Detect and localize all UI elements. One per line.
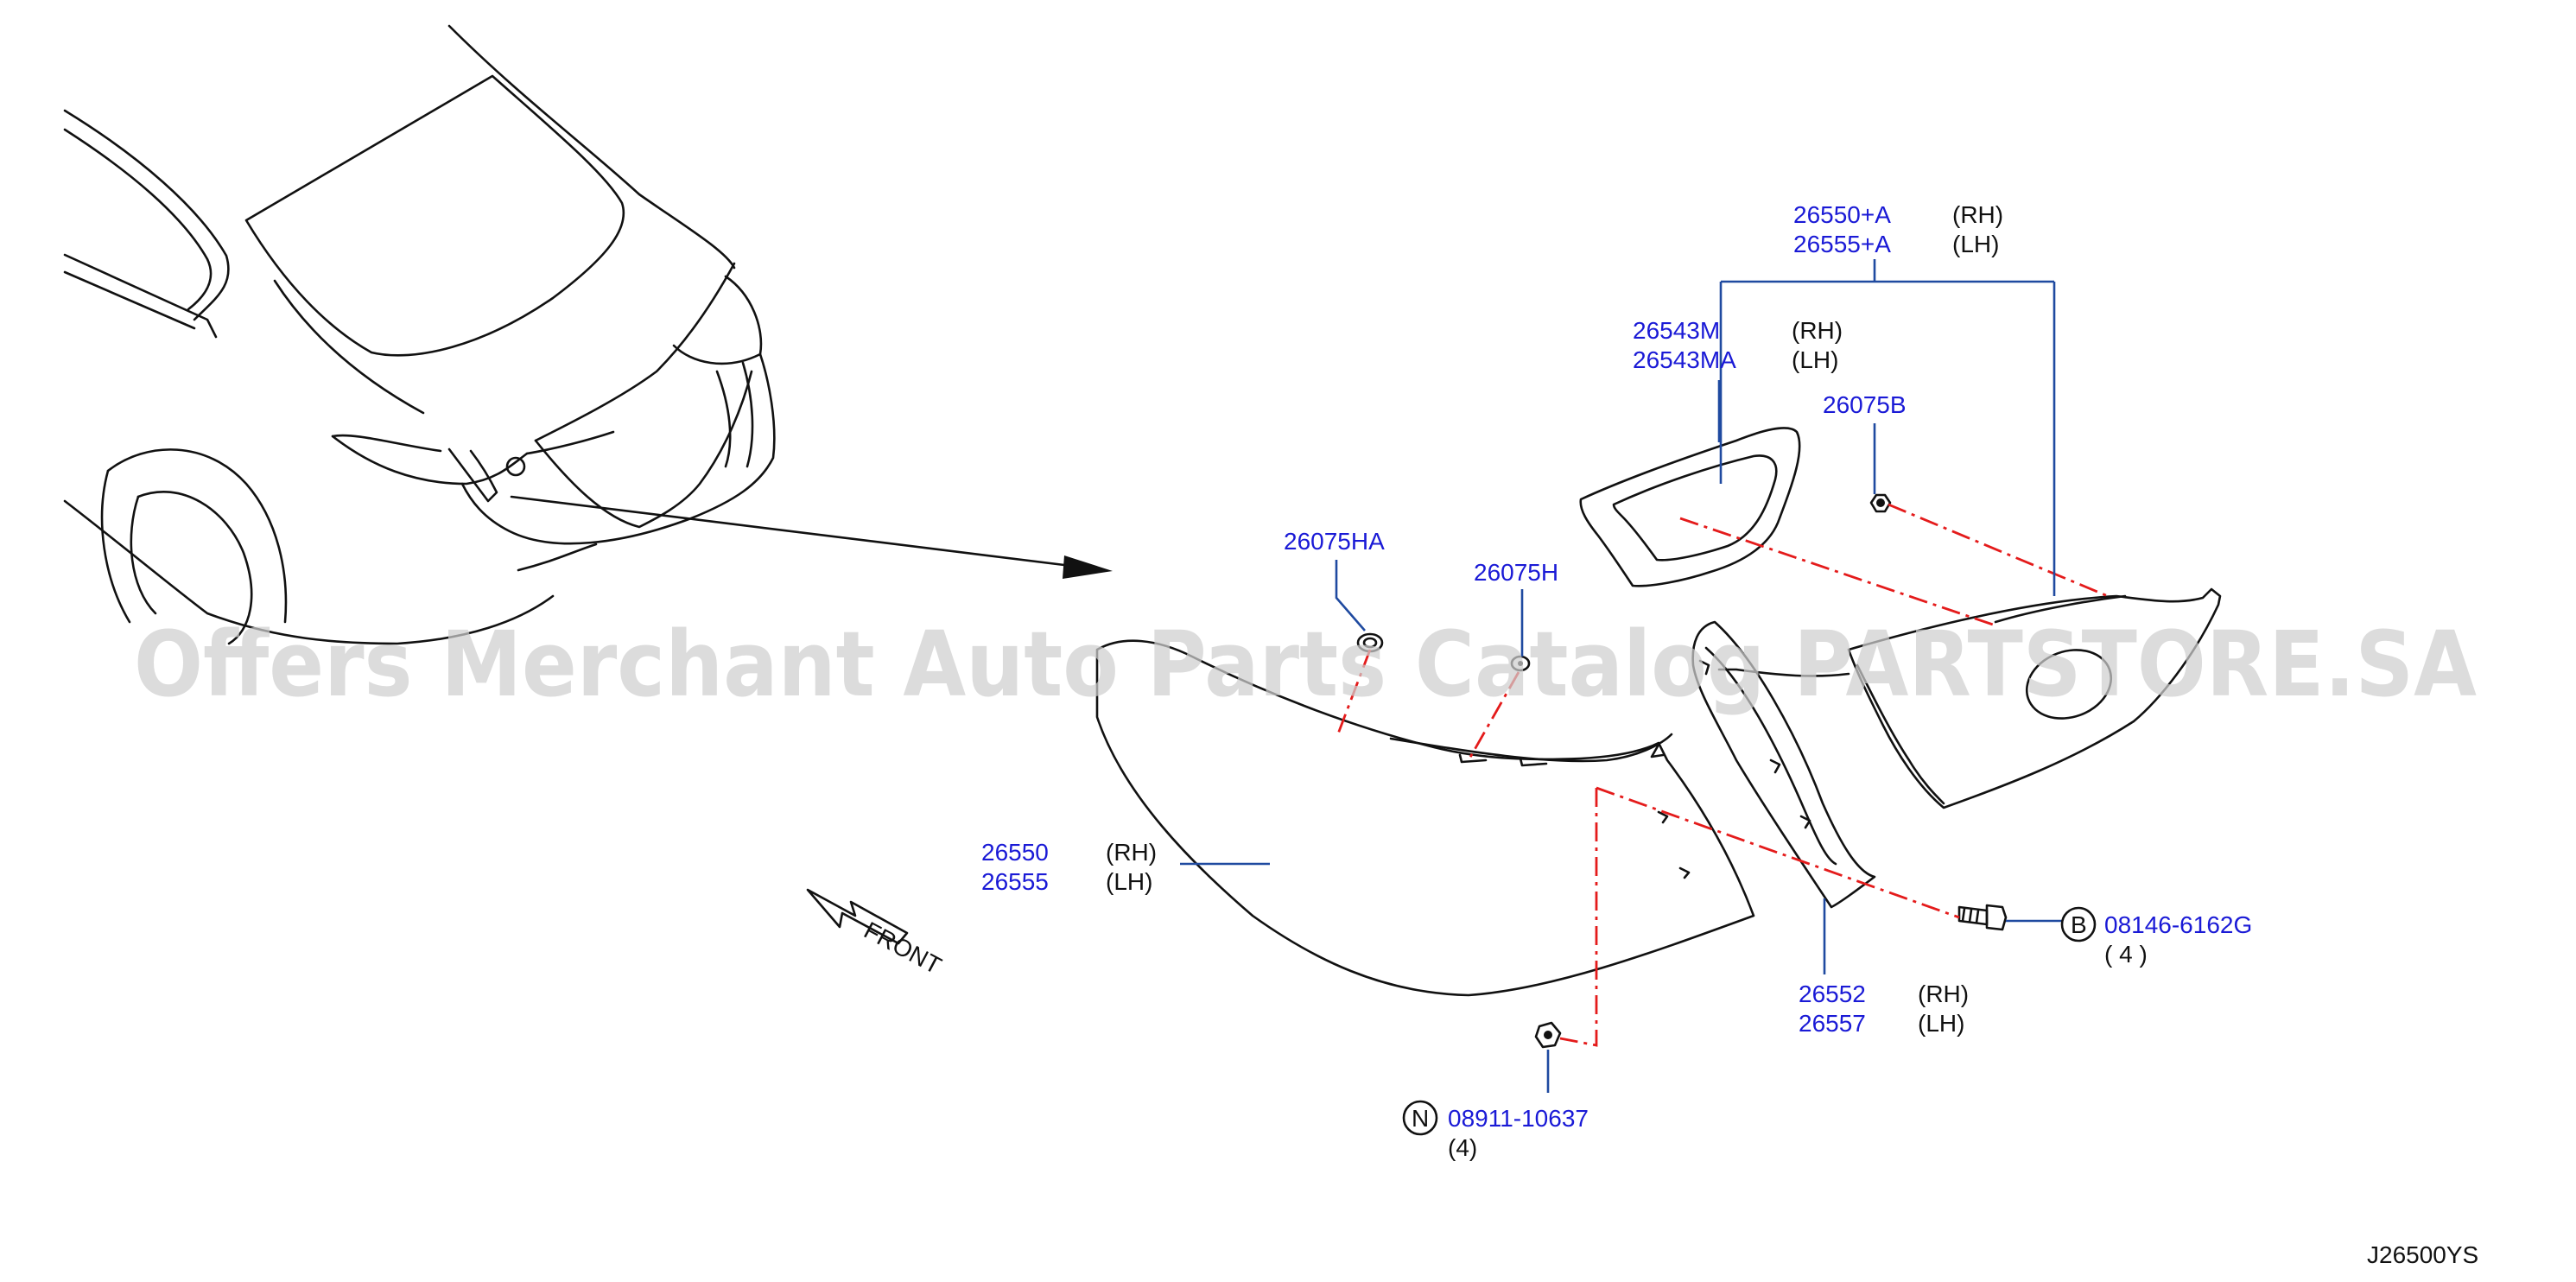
- callout-26550a: 26550+A (RH) 26555+A (LH): [1793, 201, 2003, 257]
- part-number: 08146-6162G: [2104, 911, 2252, 938]
- watermark-text: Offers Merchant Auto Parts Catalog PARTS…: [134, 612, 2477, 717]
- part-number-rh: 26550: [981, 839, 1049, 866]
- rear-combination-lamp-inner-drawing: [1691, 620, 1876, 909]
- vehicle-overview-drawing: [63, 24, 776, 645]
- part-number-rh: 26550+A: [1793, 201, 1891, 228]
- clip-26075h-icon: [1510, 655, 1531, 672]
- callout-26543: 26543M (RH) 26543MA (LH): [1633, 317, 1843, 373]
- side-rh: (RH): [1792, 317, 1843, 344]
- nut-08911-icon: [1534, 1021, 1562, 1049]
- part-number-lh: 26555+A: [1793, 231, 1891, 257]
- lamp-gasket-drawing: [1579, 427, 1801, 587]
- callout-08911: N 08911-10637 (4): [1402, 1100, 1589, 1161]
- locator-arrow: [510, 495, 1113, 579]
- side-rh: (RH): [1918, 981, 1969, 1007]
- callout-26075h: 26075H: [1474, 559, 1558, 586]
- front-direction-indicator: FRONT: [806, 888, 946, 980]
- part-number-rh: 26543M: [1633, 317, 1720, 344]
- diagram-code: J26500YS: [2367, 1241, 2478, 1268]
- side-lh: (LH): [1792, 346, 1838, 373]
- bolt-08146-icon: [1957, 904, 2008, 931]
- part-number: 26075B: [1823, 391, 1907, 418]
- side-lh: (LH): [1106, 868, 1152, 895]
- part-number-lh: 26543MA: [1633, 346, 1736, 373]
- rear-combination-lamp-outer-drawing: [1095, 639, 1755, 997]
- quantity: (4): [1448, 1134, 1477, 1161]
- rear-lamp-body-drawing: [1717, 587, 2222, 809]
- nut-26075b-icon: [1869, 493, 1892, 513]
- callout-26075b: 26075B: [1823, 391, 1907, 418]
- assembly-centerlines: [1336, 503, 2109, 1047]
- part-number: 26075HA: [1284, 528, 1385, 555]
- side-lh: (LH): [1918, 1010, 1964, 1037]
- side-rh: (RH): [1952, 201, 2003, 228]
- quantity: ( 4 ): [2104, 941, 2148, 968]
- fasteners: [1356, 493, 2008, 1049]
- front-arrow-icon: [806, 888, 909, 945]
- part-number-rh: 26552: [1799, 981, 1866, 1007]
- part-number-lh: 26555: [981, 868, 1049, 895]
- side-rh: (RH): [1106, 839, 1157, 866]
- part-number: 26075H: [1474, 559, 1558, 586]
- side-lh: (LH): [1952, 231, 1999, 257]
- callout-26552: 26552 (RH) 26557 (LH): [1799, 981, 1969, 1037]
- callout-08146: B 08146-6162G ( 4 ): [2060, 906, 2252, 968]
- part-number-lh: 26557: [1799, 1010, 1866, 1037]
- nut-symbol-n-icon: [1402, 1100, 1438, 1136]
- callout-26075ha: 26075HA: [1284, 528, 1385, 555]
- callout-26550: 26550 (RH) 26555 (LH): [981, 839, 1157, 895]
- front-label: FRONT: [860, 917, 946, 980]
- leader-lines: [1180, 259, 2065, 1093]
- bolt-symbol-b-icon: [2060, 906, 2097, 942]
- symbol-letter: B: [2071, 911, 2087, 938]
- symbol-letter: N: [1412, 1105, 1429, 1132]
- part-number: 08911-10637: [1448, 1105, 1589, 1132]
